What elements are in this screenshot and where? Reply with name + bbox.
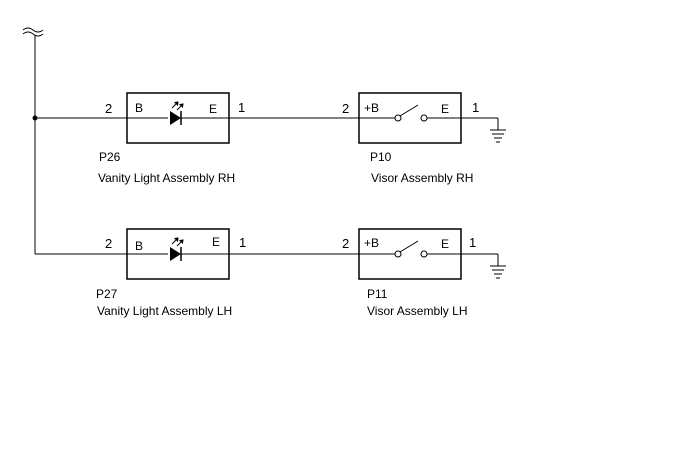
switch-icon <box>359 104 461 122</box>
terminal-label: +B <box>364 101 379 115</box>
connector-code: P10 <box>370 150 392 164</box>
led-icon <box>127 101 229 125</box>
terminal-label: B <box>135 101 143 115</box>
component-name: Visor Assembly RH <box>371 171 473 185</box>
terminal-label: +B <box>364 236 379 250</box>
wire-break-symbol <box>22 27 44 37</box>
component-name: Vanity Light Assembly LH <box>97 304 232 318</box>
pin-label: 2 <box>342 236 349 251</box>
pin-label: 1 <box>239 235 246 250</box>
ground-icon <box>490 129 506 143</box>
component-name: Vanity Light Assembly RH <box>98 171 235 185</box>
connector-code: P11 <box>367 287 388 301</box>
terminal-label: E <box>441 102 449 116</box>
connector-code: P26 <box>99 150 121 164</box>
led-icon <box>127 237 229 261</box>
connector-code: P27 <box>96 287 118 301</box>
pin-label: 1 <box>472 100 479 115</box>
pin-label: 2 <box>105 101 112 116</box>
terminal-label: E <box>209 102 217 116</box>
component-name: Visor Assembly LH <box>367 304 467 318</box>
terminal-label: E <box>441 237 449 251</box>
pin-label: 1 <box>238 100 245 115</box>
pin-label: 2 <box>342 101 349 116</box>
pin-label: 2 <box>105 236 112 251</box>
terminal-label: B <box>135 239 143 253</box>
pin-label: 1 <box>469 235 476 250</box>
ground-icon <box>490 265 506 279</box>
switch-icon <box>359 240 461 258</box>
terminal-label: E <box>212 235 220 249</box>
